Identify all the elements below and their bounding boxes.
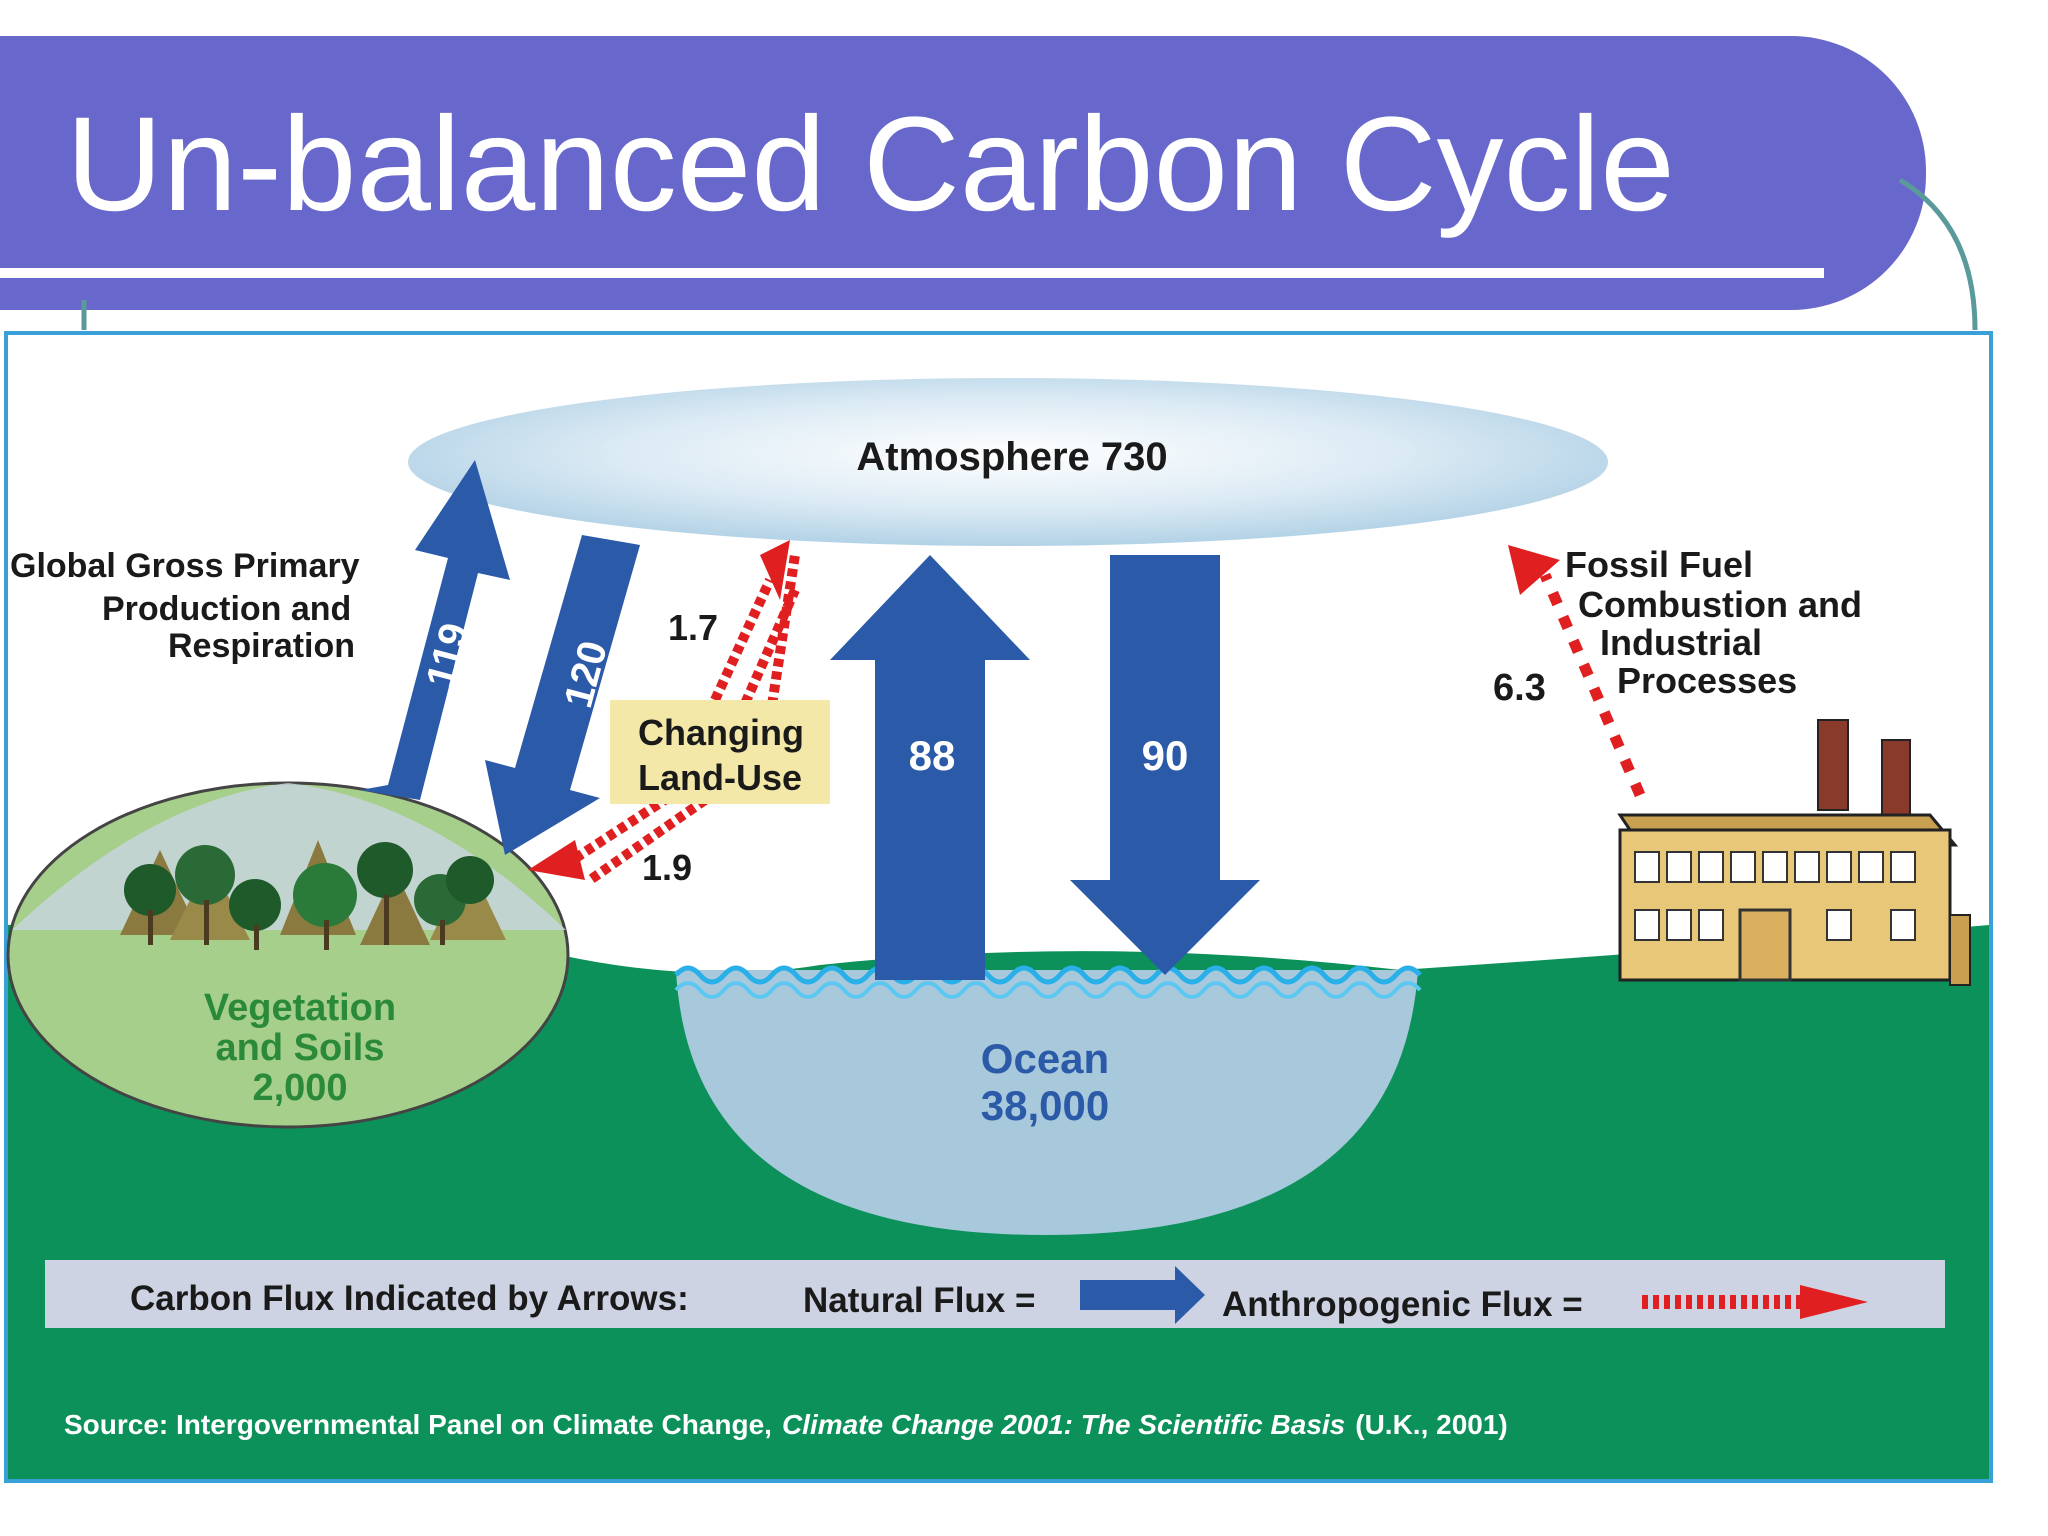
vegetation-line-1: Vegetation [204, 987, 396, 1029]
vegetation-line-2: and Soils [216, 1027, 385, 1069]
source-prefix: Source: Intergovernmental Panel on Clima… [64, 1409, 772, 1440]
title-rule [0, 268, 1824, 278]
ocean-waves [674, 965, 1422, 985]
arrow-landuse-up-head [760, 540, 790, 600]
legend-bar [45, 1260, 1945, 1328]
arrow-ocean-up [830, 555, 1030, 980]
atmosphere-cloud [408, 378, 1608, 546]
factory-icon [1617, 719, 1971, 986]
gpp-label-line-2: Production and [102, 590, 351, 628]
slide-title: Un-balanced Carbon Cycle [66, 90, 1675, 239]
gpp-label-line-3: Respiration [168, 627, 355, 665]
flux-6-3-label: 6.3 [1493, 667, 1546, 709]
legend-intro: Carbon Flux Indicated by Arrows: [130, 1279, 689, 1318]
legend-anthropogenic-label: Anthropogenic Flux = [1222, 1285, 1583, 1324]
arrow-respiration-down [485, 535, 640, 855]
gpp-label-line-1: Global Gross Primary [10, 547, 360, 585]
title-bar [0, 36, 1926, 310]
arrow-fossil-up-head [1508, 545, 1560, 595]
land-use-box [610, 700, 830, 804]
source-title: Climate Change 2001: The Scientific Basi… [782, 1409, 1345, 1440]
fossil-label-line-4: Processes [1617, 660, 1797, 701]
land-use-line-2: Land-Use [638, 757, 802, 798]
vegetation-line-3: 2,000 [252, 1067, 347, 1109]
ocean-line-2: 38,000 [981, 1082, 1109, 1129]
decorative-connector [1898, 177, 1978, 331]
ocean-line-1: Ocean [981, 1035, 1109, 1082]
flux-1-7-label: 1.7 [668, 607, 718, 648]
fossil-label-line-1: Fossil Fuel [1565, 544, 1753, 585]
natural-flux-arrows [360, 460, 1260, 980]
arrow-landuse-down-head [528, 840, 585, 880]
arrow-ocean-down [1070, 555, 1260, 975]
forest-icon [120, 840, 506, 950]
land-use-line-1: Changing [638, 712, 804, 753]
atmosphere-label: Atmosphere 730 [856, 435, 1167, 479]
fossil-label-line-2: Combustion and [1578, 584, 1862, 625]
source-suffix: (U.K., 2001) [1355, 1409, 1508, 1440]
legend-natural-arrow [1080, 1266, 1205, 1324]
anthropogenic-flux-arrows [528, 540, 1646, 885]
flux-1-9-label: 1.9 [642, 847, 692, 888]
arrow-gpp-up [360, 460, 510, 800]
ocean-waves-2 [674, 981, 1422, 999]
source-citation: Source: Intergovernmental Panel on Clima… [64, 1409, 1508, 1440]
flux-88-label: 88 [909, 732, 956, 779]
legend-anthropogenic-head [1800, 1285, 1868, 1319]
ocean-basin [676, 970, 1418, 1235]
legend-natural-label: Natural Flux = [803, 1281, 1035, 1320]
flux-90-label: 90 [1142, 732, 1189, 779]
fossil-label-line-3: Industrial [1600, 622, 1762, 663]
